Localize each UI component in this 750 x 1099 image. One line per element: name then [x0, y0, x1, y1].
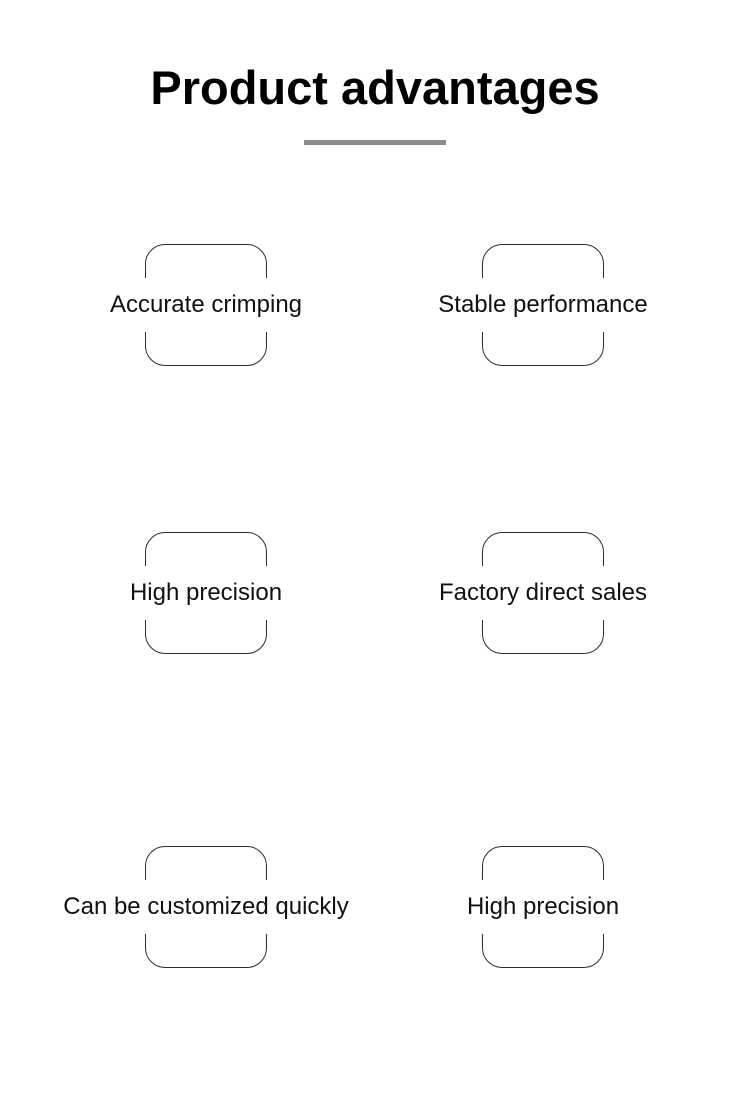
feature-label: High precision: [458, 880, 628, 934]
feature-card: Factory direct sales: [430, 532, 656, 654]
page-title: Product advantages: [150, 61, 600, 114]
title-divider: [304, 140, 446, 145]
feature-label: Stable performance: [430, 278, 656, 332]
feature-card: Accurate crimping: [101, 244, 311, 366]
feature-label: Can be customized quickly: [55, 880, 357, 934]
feature-card: High precision: [121, 532, 291, 654]
feature-card: Stable performance: [430, 244, 656, 366]
feature-card: Can be customized quickly: [55, 846, 357, 968]
feature-label: High precision: [121, 566, 291, 620]
feature-label: Accurate crimping: [101, 278, 311, 332]
feature-card: High precision: [458, 846, 628, 968]
feature-label: Factory direct sales: [430, 566, 656, 620]
